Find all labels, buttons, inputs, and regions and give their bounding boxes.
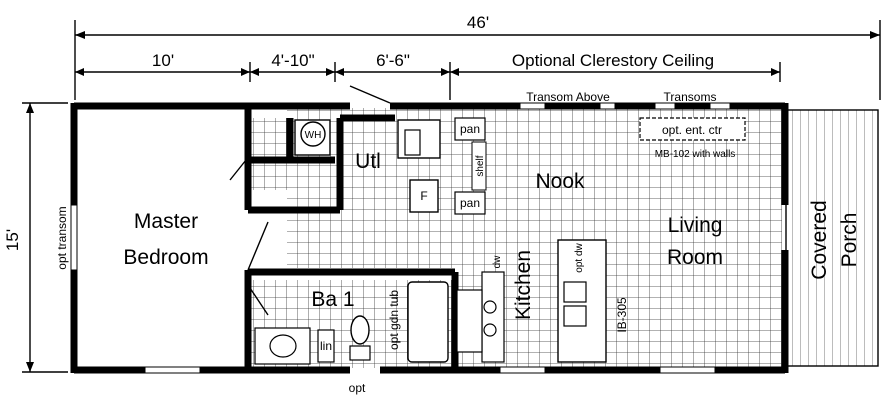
transoms-label: Transoms (664, 90, 717, 104)
opt-dw-label: opt dw (574, 242, 585, 272)
bath-label: Ba 1 (311, 288, 354, 311)
toilet-tank (349, 345, 371, 361)
porch-label-1: Covered (808, 200, 831, 279)
burner-icon (483, 323, 497, 337)
range-box (456, 289, 483, 353)
sink-basin (563, 305, 587, 327)
dw-label: dw (492, 255, 503, 269)
washer-icon (404, 129, 421, 156)
entertainment-center-box (639, 117, 746, 141)
kitchen-label: Kitchen (512, 250, 535, 320)
utility-label: Utl (355, 150, 381, 173)
shelf-label: shelf (475, 155, 486, 176)
living-room-label-1: Living (668, 214, 723, 237)
depth-label: 15' (3, 229, 22, 251)
porch-label-2: Porch (838, 213, 861, 268)
freezer-label: F (420, 189, 427, 203)
segment-1-label: 10' (152, 51, 174, 70)
exterior-walls (70, 102, 789, 374)
burner-icon (483, 300, 497, 314)
linen-label: lin (320, 339, 332, 353)
windows (70, 102, 731, 374)
opt-bottom-label: opt (349, 381, 366, 395)
freezer-box (409, 179, 439, 213)
garden-tub-label: opt gdn tub (387, 290, 401, 350)
island-label: IB-305 (615, 297, 629, 333)
sink-basin (563, 281, 587, 303)
segment-2-label: 4'-10" (271, 51, 314, 70)
mb-note-label: MB-102 with walls (655, 149, 736, 160)
transom-above-label: Transom Above (526, 90, 610, 104)
segment-3-label: 6'-6" (376, 51, 410, 70)
nook-label: Nook (535, 170, 585, 193)
water-heater-icon (300, 121, 326, 147)
pantry-bottom-box (454, 191, 486, 215)
kitchen-counter (481, 271, 505, 363)
opt-transom-label: opt transom (55, 206, 69, 269)
water-heater-label: WH (305, 130, 322, 141)
pantry-top-box (454, 117, 486, 141)
pantry-bottom-label: pan (460, 196, 480, 210)
shelf-box (471, 141, 487, 191)
door-swings (229, 85, 391, 316)
linen-closet (317, 329, 335, 363)
living-room-label-2: Room (667, 246, 723, 269)
clerestory-label: Optional Clerestory Ceiling (512, 51, 714, 70)
master-bedroom-label-1: Master (134, 210, 198, 233)
dimension-lines (22, 20, 881, 373)
pantry-top-label: pan (460, 122, 480, 136)
overall-width-label: 46' (467, 13, 489, 32)
porch-deck (785, 109, 879, 367)
sink-icon (269, 334, 297, 358)
garden-tub (407, 281, 449, 363)
master-bedroom-label-2: Bedroom (123, 246, 208, 269)
entertainment-center-label: opt. ent. ctr (662, 123, 722, 137)
toilet-icon (350, 315, 370, 345)
